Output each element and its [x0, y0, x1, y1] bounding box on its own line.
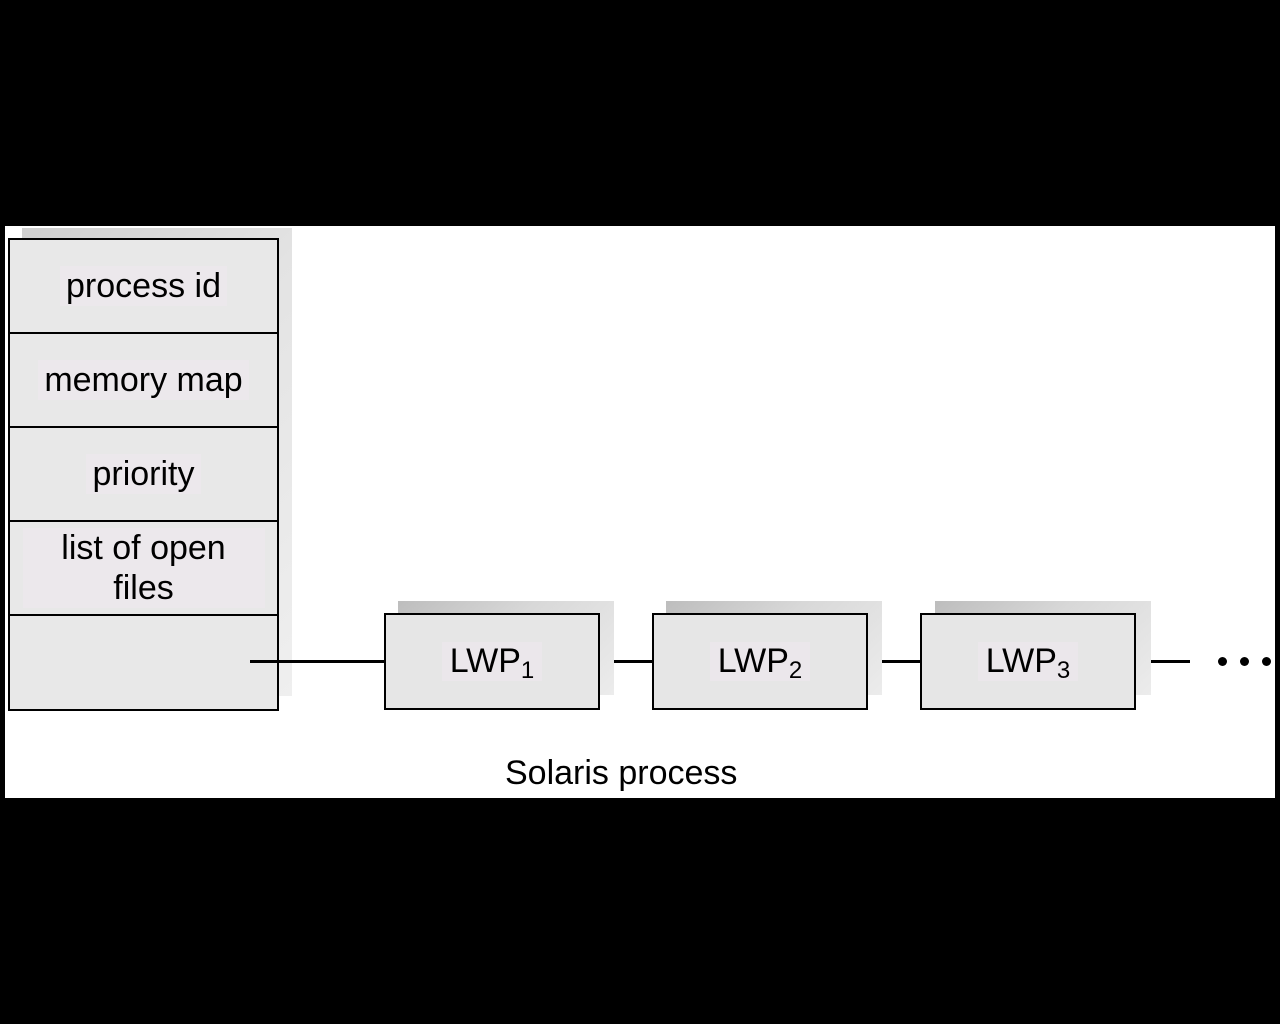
field-memory-map: memory map [10, 334, 277, 428]
field-open-files: list of open files [10, 522, 277, 616]
ellipsis-text: • • • [1214, 640, 1216, 641]
lwp-box-1: LWP1 [384, 613, 600, 710]
lwp-label: LWP1 [441, 642, 543, 684]
connector-line [600, 660, 653, 663]
connector-line [250, 660, 385, 663]
field-label: list of open files [22, 528, 265, 608]
ellipsis-dot [1262, 657, 1271, 666]
lwp-label: LWP3 [977, 642, 1079, 684]
ellipsis-dot [1218, 657, 1227, 666]
field-process-id: process id [10, 240, 277, 334]
field-label: priority [86, 454, 201, 494]
process-structure: process id memory map priority list of o… [8, 238, 279, 711]
lwp-box-2: LWP2 [652, 613, 868, 710]
lwp-label: LWP2 [709, 642, 811, 684]
diagram-caption: Solaris process [505, 754, 738, 792]
ellipsis-dot [1240, 657, 1249, 666]
field-priority: priority [10, 428, 277, 522]
field-label: process id [60, 266, 227, 306]
connector-line [868, 660, 921, 663]
field-label: memory map [38, 360, 249, 400]
field-lwp-list-head [10, 616, 277, 709]
connector-line [1136, 660, 1190, 663]
lwp-box-3: LWP3 [920, 613, 1136, 710]
